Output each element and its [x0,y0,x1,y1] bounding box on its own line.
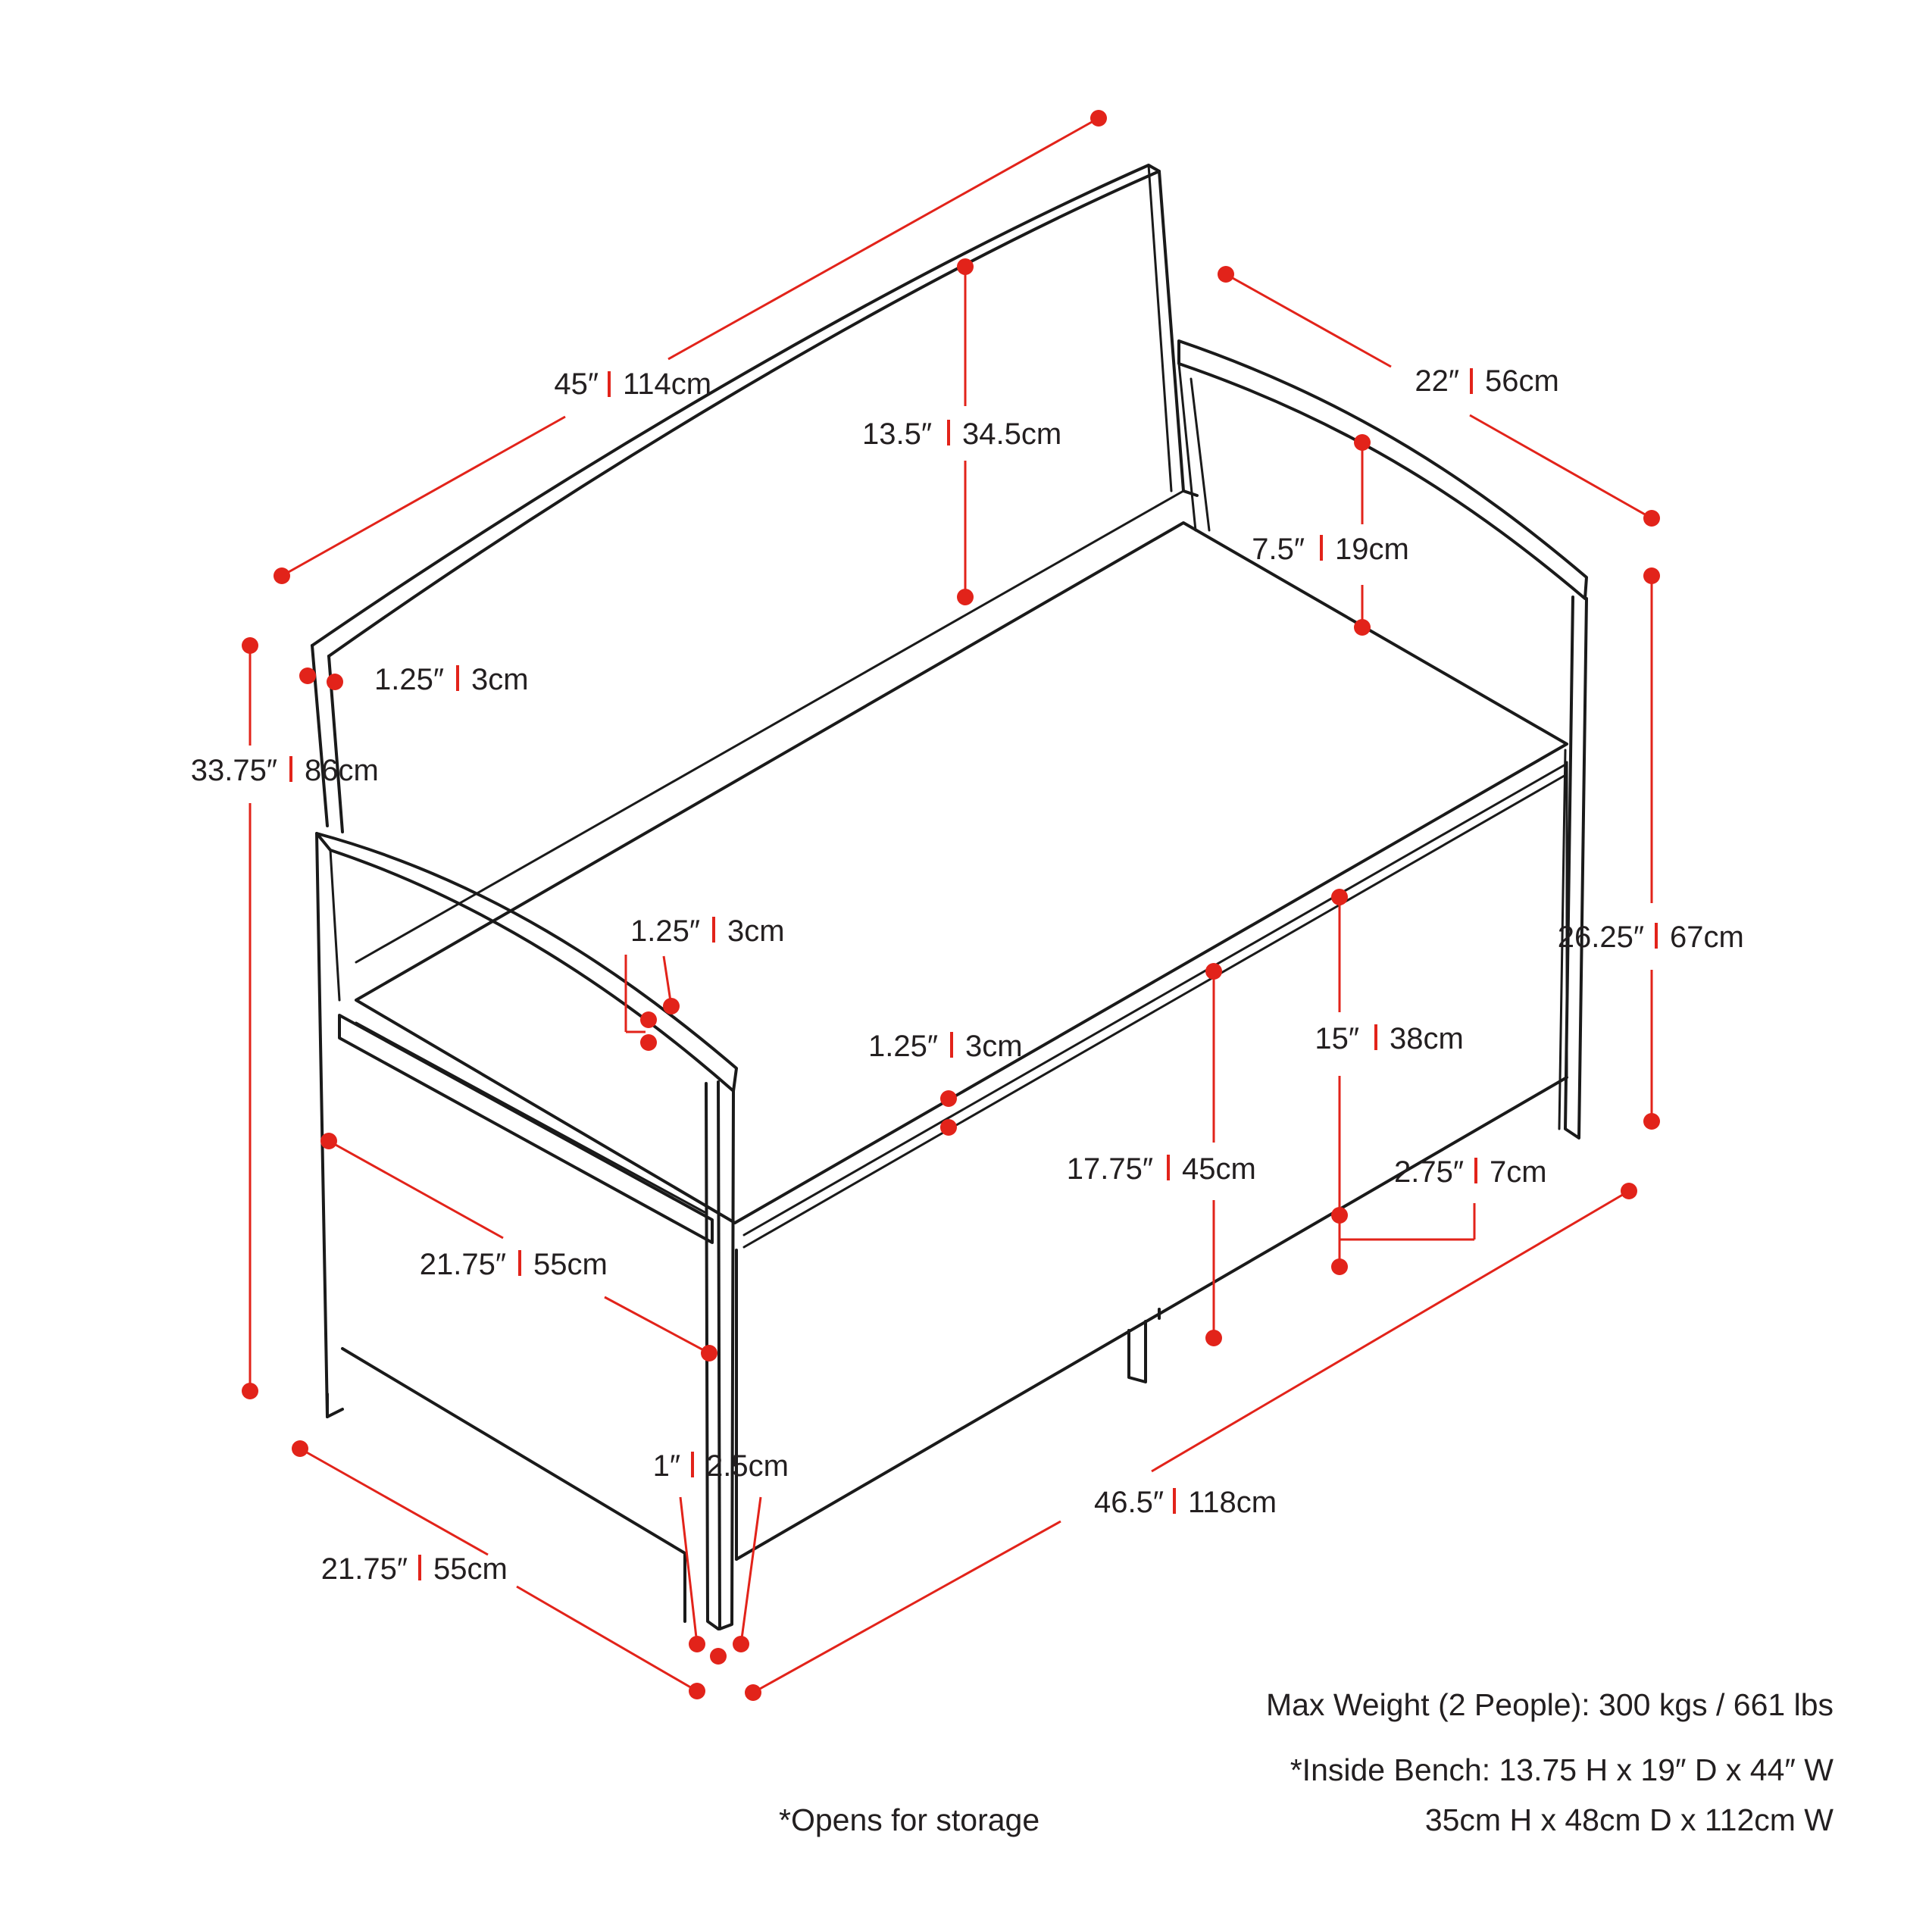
arm-height-imperial: 7.5″ [1252,533,1305,566]
base-depth-metric: 55cm [433,1552,508,1586]
dimension-label-back-height: 13.5″ 34.5cm [862,417,1061,451]
dimension-label-leg-width: 1″ 2.5cm [653,1449,789,1483]
dimension-label-arm-height: 7.5″ 19cm [1252,533,1409,566]
separator [1320,535,1323,561]
dimension-label-seat-height: 17.75″ 45cm [1067,1152,1256,1186]
separator [691,1452,694,1477]
total-height-imperial: 33.75″ [191,754,277,787]
dimension-label-leg-clearance: 2.75″ 7cm [1394,1155,1547,1189]
storage-note: *Opens for storage [779,1802,1039,1837]
side-height-imperial: 26.25″ [1558,921,1644,954]
leg-width-imperial: 1″ [653,1449,680,1483]
separator [1374,1024,1377,1050]
leg-clearance-metric: 7cm [1490,1155,1547,1189]
arm-height-metric: 19cm [1335,533,1409,566]
dimension-label-overall-width: 45″ 114cm [554,367,711,401]
inside-bench-imperial-note: *Inside Bench: 13.75 H x 19″ D x 44″ W [1290,1752,1834,1787]
leg-clearance-imperial: 2.75″ [1394,1155,1464,1189]
back-height-imperial: 13.5″ [862,417,932,451]
arm-frame-imperial: 1.25″ [630,914,700,948]
notes: Max Weight (2 People): 300 kgs / 661 lbs… [779,1687,1834,1837]
arm-frame-metric: 3cm [727,914,785,948]
dimension-label-total-height: 33.75″ 86cm [191,754,379,787]
dimension-label-base-width: 46.5″ 118cm [1094,1486,1277,1519]
overall-depth-imperial: 22″ [1415,364,1459,398]
seat-to-floor-metric: 38cm [1390,1022,1464,1055]
dimension-label-seat-frame: 1.25″ 3cm [868,1030,1023,1063]
seat-height-metric: 45cm [1182,1152,1256,1186]
overall-width-metric: 114cm [623,367,711,401]
dimension-label-side-height: 26.25″ 67cm [1558,921,1744,954]
dimension-label-side-depth: 21.75″ 55cm [420,1248,608,1281]
separator [1474,1158,1477,1183]
dimension-label-overall-depth: 22″ 56cm [1415,364,1558,398]
side-height-metric: 67cm [1670,921,1744,954]
separator [947,420,950,445]
back-frame-imperial: 1.25″ [374,663,444,696]
seat-frame-metric: 3cm [965,1030,1023,1063]
side-depth-metric: 55cm [533,1248,608,1281]
overall-width-imperial: 45″ [554,367,599,401]
overall-depth-metric: 56cm [1485,364,1559,398]
separator [712,917,715,943]
separator [518,1250,521,1276]
total-height-metric: 86cm [305,754,379,787]
seat-frame-imperial: 1.25″ [868,1030,938,1063]
separator [1167,1155,1170,1180]
side-depth-imperial: 21.75″ [420,1248,506,1281]
back-frame-metric: 3cm [471,663,529,696]
seat-height-imperial: 17.75″ [1067,1152,1153,1186]
separator [1470,368,1473,394]
seat-to-floor-imperial: 15″ [1315,1022,1359,1055]
dimension-lines [242,110,1660,1701]
dimension-label-back-frame: 1.25″ 3cm [374,663,529,696]
dimension-label-arm-frame: 1.25″ 3cm [630,914,785,948]
separator [456,665,459,691]
separator [1655,923,1658,949]
separator [1173,1488,1176,1514]
base-width-imperial: 46.5″ [1094,1486,1164,1519]
back-height-metric: 34.5cm [962,417,1061,451]
inside-bench-metric-note: 35cm H x 48cm D x 112cm W [1425,1802,1834,1837]
separator [608,371,611,397]
base-width-metric: 118cm [1188,1486,1277,1519]
max-weight-note: Max Weight (2 People): 300 kgs / 661 lbs [1266,1687,1834,1722]
separator [418,1555,421,1580]
leg-width-metric: 2.5cm [706,1449,789,1483]
base-depth-imperial: 21.75″ [321,1552,408,1586]
dimension-label-seat-to-floor: 15″ 38cm [1315,1022,1463,1055]
separator [950,1032,953,1058]
bench-drawing [311,164,1588,1630]
separator [289,756,292,782]
dimension-label-base-depth: 21.75″ 55cm [321,1552,508,1586]
